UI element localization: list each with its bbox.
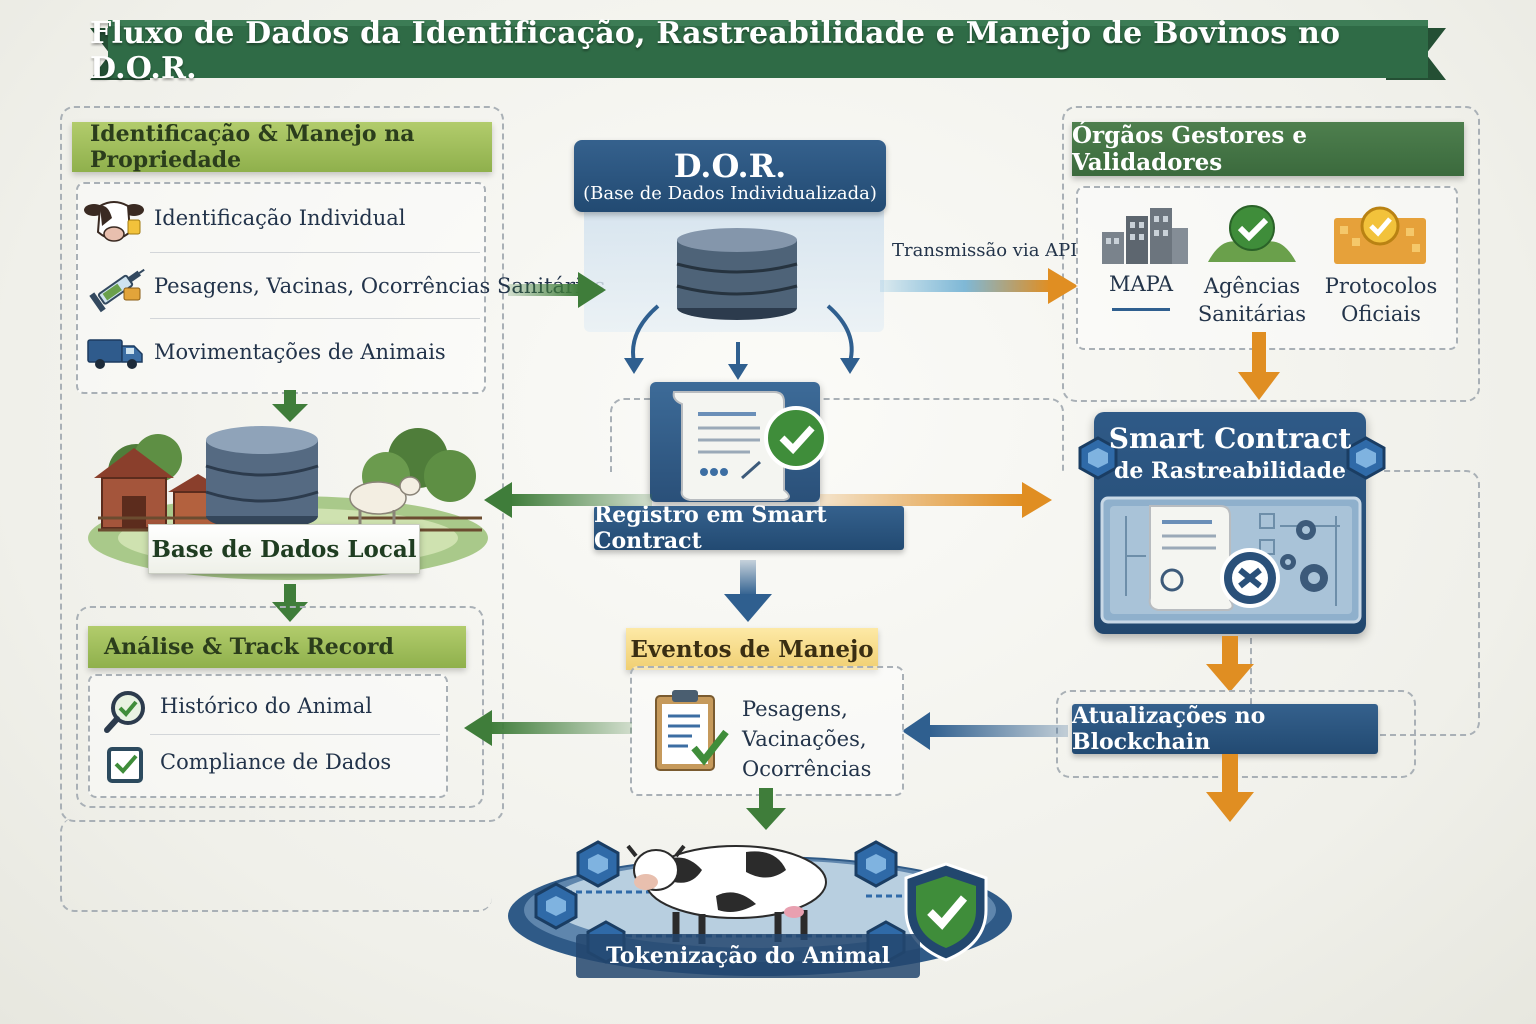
mapa-underline: [1112, 308, 1170, 311]
contract-gears-icon: [1100, 496, 1362, 624]
registro-label: Registro em Smart Contract: [594, 502, 904, 554]
bottom-connector-frame: [60, 818, 492, 912]
propriedade-item: Movimentações de Animais: [84, 328, 484, 378]
arrow-right-orange: [820, 482, 1052, 518]
government-building-icon: [1102, 208, 1188, 264]
check-agency-icon: [1208, 205, 1296, 262]
official-protocol-icon: [1334, 206, 1426, 264]
hexagon-icon: [1078, 436, 1118, 480]
api-label: Transmissão via API: [892, 240, 1078, 261]
eventos-header: Eventos de Manejo: [626, 628, 878, 670]
eventos-line-ocorrencias: Ocorrências: [742, 757, 872, 781]
arrow-left-blue: [902, 712, 1068, 750]
center-registro-frame: [610, 398, 1064, 472]
contract-check-icon: [672, 391, 828, 501]
arrow-down-orange: [1206, 636, 1254, 692]
separator: [150, 318, 480, 319]
arrow-right-api: [880, 268, 1078, 304]
smart-contract-line1: Smart Contract: [1108, 422, 1352, 455]
checkbox-icon: [107, 747, 143, 783]
propriedade-panel: [76, 182, 486, 394]
page-title: Fluxo de Dados da Identificação, Rastrea…: [90, 16, 1341, 86]
item-identificacao: Identificação Individual: [154, 206, 406, 230]
arrow-left-green: [484, 482, 652, 518]
truck-icon: [87, 339, 143, 369]
arrow-left-green: [464, 710, 632, 746]
arrow-down-orange: [1206, 754, 1254, 822]
magnifier-check-icon: [104, 691, 145, 733]
dor-down-arrows: [624, 304, 860, 380]
eventos-line-vacinacoes: Vacinações,: [742, 727, 867, 751]
left-column-frame: [60, 106, 504, 822]
eventos-lines: Pesagens, Vacinações, Ocorrências: [742, 694, 871, 784]
propriedade-header: Identificação & Manejo na Propriedade: [72, 121, 492, 173]
smart-contract-line2: de Rastreabilidade: [1114, 458, 1346, 484]
arrow-down-green: [746, 788, 786, 830]
tokenizacao-label: Tokenização do Animal: [576, 934, 920, 978]
item-movimentacoes: Movimentações de Animais: [154, 340, 446, 364]
orgaos-header: Órgãos Gestores e Validadores: [1072, 122, 1464, 176]
arrow-down-blue: [724, 560, 772, 622]
local-db-label: Base de Dados Local: [148, 524, 420, 574]
propriedade-item: Pesagens, Vacinas, Ocorrências Sanitária…: [84, 262, 605, 313]
dor-title: D.O.R.: [673, 146, 787, 185]
arrow-right-green: [508, 272, 606, 308]
dor-subtitle: (Base de Dados Individualizada): [583, 182, 877, 204]
orgao-mapa: MAPA: [1108, 272, 1174, 296]
dor-header: D.O.R. (Base de Dados Individualizada): [574, 140, 886, 212]
orgao-agencias: Agências Sanitárias: [1197, 274, 1307, 326]
cow-tag-icon: [84, 201, 144, 242]
right-top-frame: [1062, 106, 1480, 402]
title-banner: [90, 20, 1446, 80]
item-compliance: Compliance de Dados: [160, 750, 392, 774]
propriedade-item: Identificação Individual: [84, 196, 484, 246]
arrow-down-green: [272, 390, 308, 422]
blockchain-label: Atualizações no Blockchain: [1072, 703, 1378, 755]
arrow-down-orange: [1238, 332, 1280, 400]
item-historico: Histórico do Animal: [160, 694, 373, 718]
hexagon-icon: [1346, 436, 1386, 480]
analise-outer: [76, 606, 484, 808]
smart-contract-title: Smart Contract de Rastreabilidade: [1100, 422, 1360, 486]
separator: [150, 252, 480, 253]
database-icon: [676, 228, 798, 320]
analise-header: Análise & Track Record: [88, 626, 466, 668]
syringe-icon: [89, 268, 145, 313]
clipboard-check-icon: [655, 690, 729, 771]
analise-panel: [88, 674, 448, 798]
separator: [150, 734, 440, 735]
eventos-line-pesagens: Pesagens,: [742, 697, 848, 721]
orgao-protocolos: Protocolos Oficiais: [1324, 274, 1438, 326]
